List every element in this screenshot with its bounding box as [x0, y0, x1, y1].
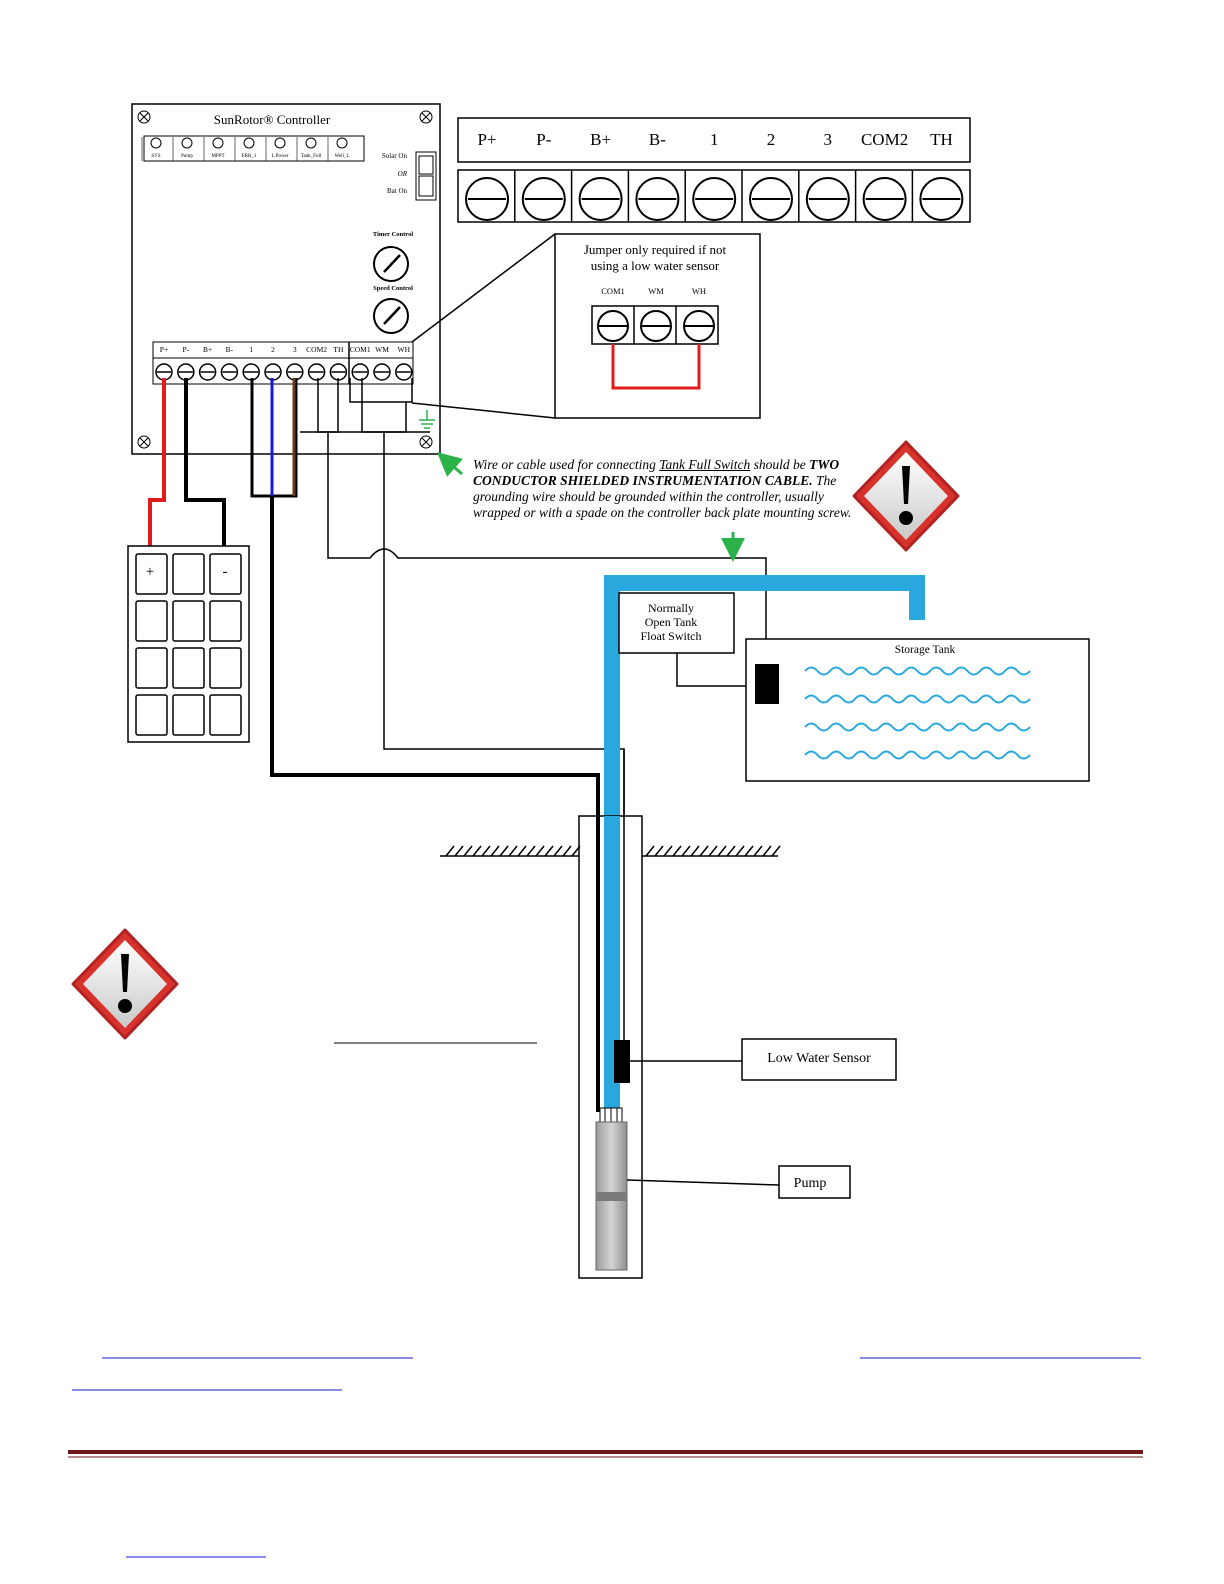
terminal-label: TH [930, 130, 953, 149]
terminal-label: 1 [249, 345, 253, 354]
terminal-label: P- [182, 345, 189, 354]
footer-rule [68, 1450, 1143, 1454]
tank-full-switch-link: Tank Full Switch [659, 457, 751, 472]
jumper-terminal-label: WM [648, 286, 664, 296]
low-water-sensor [614, 1040, 630, 1083]
solar-cell [172, 647, 205, 689]
switch-label-bat: Bat On [387, 187, 408, 195]
led-row: SYS Pump MPPT ERR_1 L Power Tank_Full Well_L [141, 137, 350, 161]
terminal-label: 3 [293, 345, 297, 354]
led-label: Tank_Full [301, 154, 322, 159]
screw-icon [419, 110, 433, 124]
solar-cell [209, 553, 242, 595]
solar-panel: + - [127, 545, 250, 743]
svg-text:Normally: Normally [648, 601, 694, 615]
cable-note: Wire or cable used for connecting Tank F… [473, 457, 852, 520]
solar-cell [172, 600, 205, 642]
switch-label-or: OR [398, 170, 408, 178]
float-switch [755, 664, 779, 704]
float-switch-label: Normally Open Tank Float Switch [618, 592, 735, 654]
pump-label: Pump [794, 1176, 827, 1191]
solar-cell [135, 694, 168, 736]
jumper-note-line1: Jumper only required if not [584, 242, 727, 257]
led-icon [274, 137, 286, 149]
led-icon [336, 137, 348, 149]
led-icon [212, 137, 224, 149]
ground-icon [419, 410, 435, 429]
knob-label-timer: Timer Control [373, 231, 413, 238]
storage-tank-label: Storage Tank [895, 644, 956, 656]
solar-cell [135, 553, 168, 595]
solar-cell [209, 600, 242, 642]
screw-icon [137, 110, 151, 124]
low-water-sensor-label: Low Water Sensor [767, 1051, 871, 1066]
switch-label-solar: Solar On [382, 152, 408, 160]
wire-negative [184, 378, 226, 546]
terminal-label: B- [649, 130, 666, 149]
solar-cell [172, 694, 205, 736]
screw-icon [137, 435, 151, 449]
solar-cell [209, 647, 242, 689]
led-label: Pump [181, 154, 193, 159]
solar-cell [172, 553, 205, 595]
terminal-label: P+ [477, 130, 496, 149]
jumper-wire [611, 344, 701, 390]
solar-cell [135, 647, 168, 689]
warning-icon [71, 928, 179, 1040]
led-label: ERR_1 [242, 154, 257, 159]
led-label: Well_L [335, 154, 350, 159]
knob-label-speed: Speed Control [373, 285, 413, 292]
svg-text:Open Tank: Open Tank [645, 615, 698, 629]
terminal-label: P- [536, 130, 551, 149]
led-label: SYS [151, 154, 160, 159]
storage-tank: Storage Tank [745, 638, 1090, 782]
led-icon [305, 137, 317, 149]
led-label: L Power [272, 154, 289, 159]
controller-terminal-block: P+ P- B+ B- 1 2 3 COM2 TH COM1 WM WH [155, 345, 413, 381]
led-icon [150, 137, 162, 149]
jumper-detail: Jumper only required if not using a low … [554, 233, 761, 419]
warning-icon [852, 440, 960, 552]
pump-cable [270, 496, 600, 1112]
water-waves [804, 666, 1031, 760]
terminal-label: 2 [271, 345, 275, 354]
jumper-terminal-label: COM1 [601, 286, 625, 296]
led-label: MPPT [211, 154, 224, 159]
terminal-label: B+ [203, 345, 212, 354]
panel-minus: - [223, 564, 228, 580]
terminal-label: WH [398, 345, 411, 354]
panel-plus: + [146, 564, 154, 580]
jumper-terminal-label: WH [692, 286, 706, 296]
wire-positive [148, 378, 166, 546]
terminal-label: P+ [160, 345, 168, 354]
pump [595, 1107, 628, 1271]
terminal-label: B- [226, 345, 234, 354]
terminal-strip-detail: P+ P- B+ B- 1 2 3 COM2 TH [457, 117, 971, 223]
speed-control-knob[interactable] [373, 298, 409, 334]
screw-icon [419, 435, 433, 449]
timer-control-knob[interactable] [373, 246, 409, 282]
controller-box: SunRotor® Controller SYS Pump MPPT ERR_1 L P… [131, 103, 441, 455]
terminal-label: COM2 [306, 345, 327, 354]
solar-bat-switch[interactable] [418, 155, 434, 175]
terminal-label: 3 [824, 130, 833, 149]
led-icon [243, 137, 255, 149]
solar-cell [209, 694, 242, 736]
terminal-label: COM1 [350, 345, 371, 354]
arrow-icon [436, 452, 463, 477]
terminal-label: COM2 [861, 130, 908, 149]
controller-title: SunRotor® Controller [214, 112, 331, 127]
jumper-note-line2: using a low water sensor [591, 258, 720, 273]
solar-cell [135, 600, 168, 642]
terminal-label: TH [333, 345, 344, 354]
led-icon [181, 137, 193, 149]
terminal-label: B+ [590, 130, 611, 149]
terminal-label: 1 [710, 130, 719, 149]
terminal-label: 2 [767, 130, 776, 149]
terminal-label: WM [375, 345, 389, 354]
svg-text:Float Switch: Float Switch [640, 629, 701, 643]
